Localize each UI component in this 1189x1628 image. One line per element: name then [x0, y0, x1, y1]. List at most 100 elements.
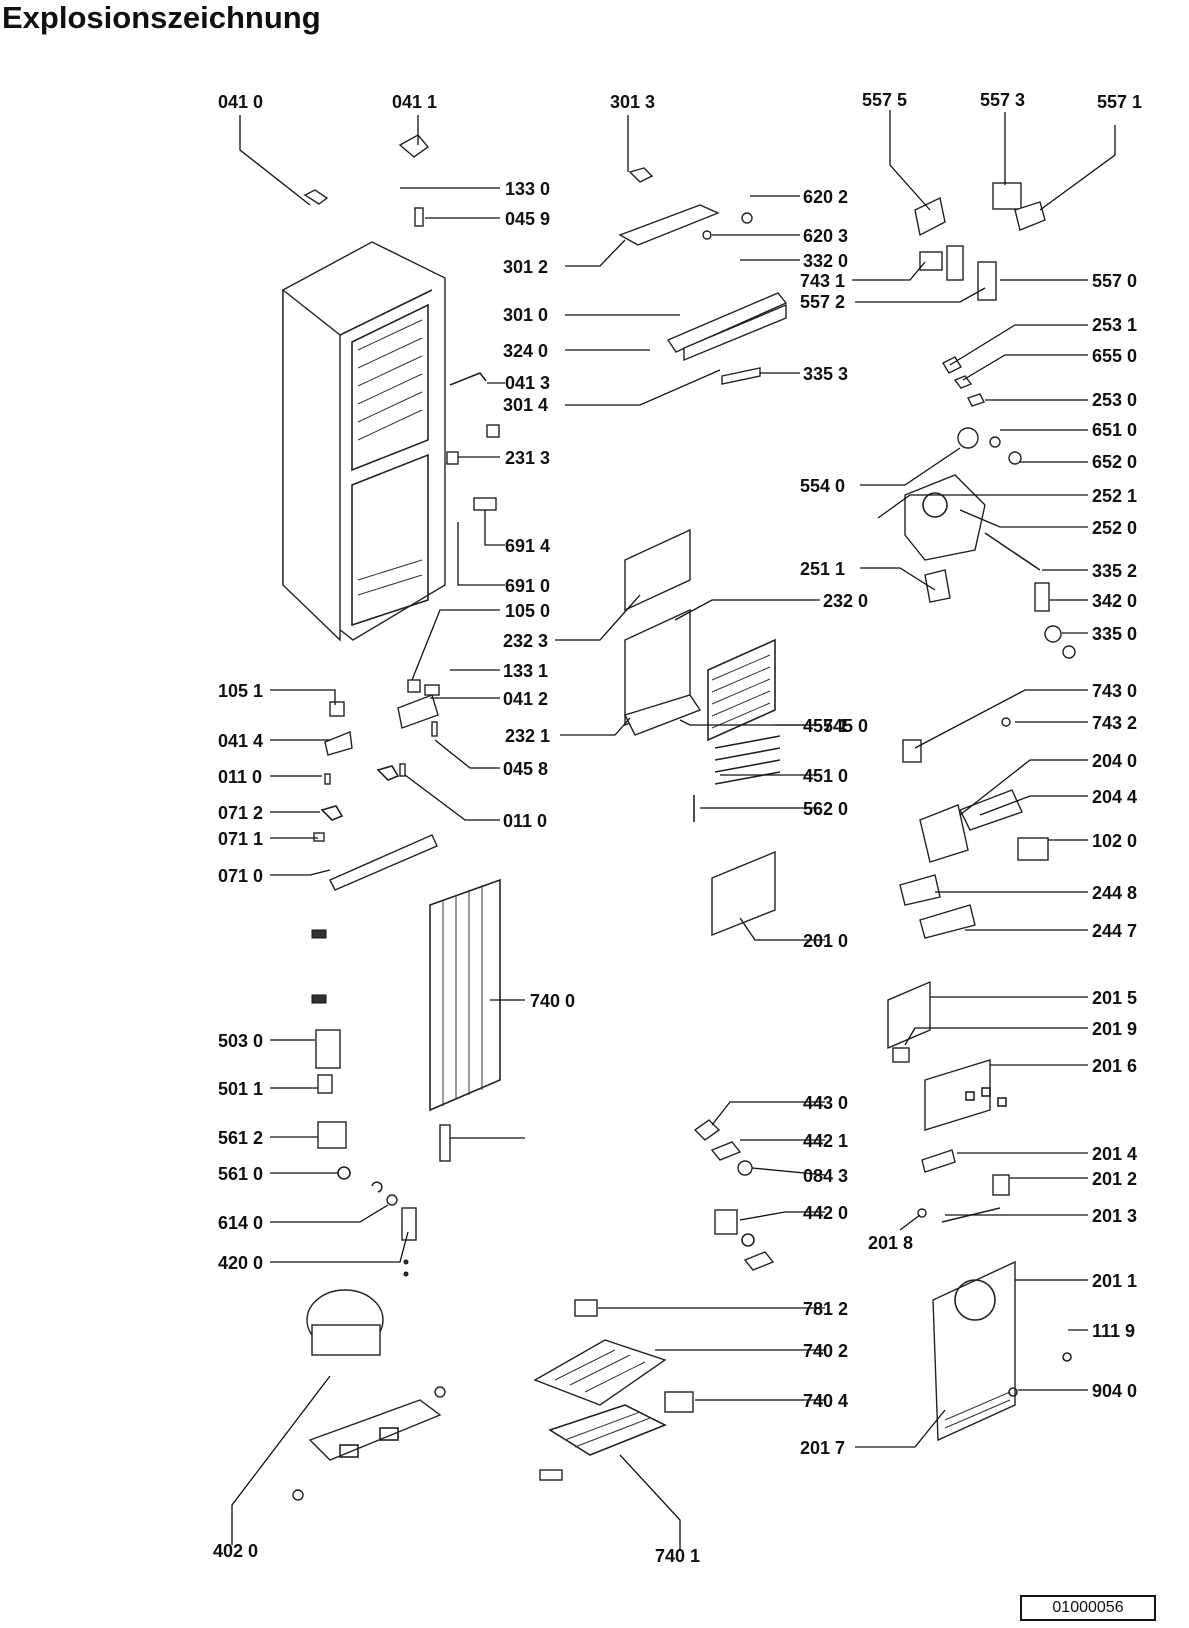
- part-label: 561 0: [218, 1164, 263, 1184]
- hinge-drawing: [398, 134, 430, 158]
- part-label: 201 6: [1092, 1056, 1137, 1076]
- lamp-drawing: [924, 569, 951, 603]
- part-label: 743 0: [1092, 681, 1137, 701]
- part-label: 041 0: [218, 92, 263, 112]
- part-label: 232 1: [505, 726, 550, 746]
- part-label: 301 2: [503, 257, 548, 277]
- part-label: 244 8: [1092, 883, 1137, 903]
- part-label: 743 1: [800, 271, 845, 291]
- part-label: 652 0: [1092, 452, 1137, 472]
- part-label: 614 0: [218, 1213, 263, 1233]
- part-label: 071 1: [218, 829, 263, 849]
- condenser-drawing: [429, 878, 501, 1162]
- part-label: 443 0: [803, 1093, 848, 1113]
- page-title: Explosionszeichnung: [2, 0, 321, 35]
- part-label: 557 0: [1092, 271, 1137, 291]
- part-label: 253 0: [1092, 390, 1137, 410]
- part-label: 133 1: [503, 661, 548, 681]
- part-label: 201 1: [1092, 1271, 1137, 1291]
- part-label: 745 0: [823, 716, 868, 736]
- part-label: 201 3: [1092, 1206, 1137, 1226]
- part-label: 442 1: [803, 1131, 848, 1151]
- clip-drawing: [486, 424, 500, 438]
- right-top-parts-drawing: [914, 182, 1046, 465]
- part-label: 301 3: [610, 92, 655, 112]
- part-label: 904 0: [1092, 1381, 1137, 1401]
- part-label: 244 7: [1092, 921, 1137, 941]
- part-labels: 041 0 041 1 301 3 557 5 557 3 557 1 133 …: [213, 90, 1142, 1566]
- part-label: 651 0: [1092, 420, 1137, 440]
- part-label: 554 0: [800, 476, 845, 496]
- part-label: 253 1: [1092, 315, 1137, 335]
- part-label: 557 1: [1097, 92, 1142, 112]
- part-label: 740 0: [530, 991, 575, 1011]
- clip-drawing-2: [446, 451, 459, 465]
- part-label: 041 1: [392, 92, 437, 112]
- part-label: 781 2: [803, 1299, 848, 1319]
- part-label: 133 0: [505, 179, 550, 199]
- part-label: 201 0: [803, 931, 848, 951]
- part-label: 105 0: [505, 601, 550, 621]
- part-label: 691 4: [505, 536, 550, 556]
- part-label: 740 1: [655, 1546, 700, 1566]
- part-label: 740 4: [803, 1391, 848, 1411]
- part-label: 204 0: [1092, 751, 1137, 771]
- part-label: 301 4: [503, 395, 548, 415]
- thermostat-housing-drawing: [904, 474, 986, 561]
- part-label: 084 3: [803, 1166, 848, 1186]
- part-label: 335 0: [1092, 624, 1137, 644]
- part-label: 111 9: [1092, 1321, 1135, 1341]
- part-label: 743 2: [1092, 713, 1137, 733]
- leader-lines: [231, 110, 1116, 1550]
- hinge-pin-drawing: [449, 372, 487, 386]
- drawing-number-box: 01000056: [1020, 1595, 1156, 1621]
- back-panel-drawing: [932, 1260, 1072, 1442]
- part-label: 252 1: [1092, 486, 1137, 506]
- part-label: 041 2: [503, 689, 548, 709]
- part-label: 335 2: [1092, 561, 1137, 581]
- part-label: 655 0: [1092, 346, 1137, 366]
- part-label: 620 2: [803, 187, 848, 207]
- part-label: 455 1: [803, 716, 848, 736]
- part-label: 503 0: [218, 1031, 263, 1051]
- part-label: 501 1: [218, 1079, 263, 1099]
- part-label: 231 3: [505, 448, 550, 468]
- part-label: 324 0: [503, 341, 548, 361]
- pin-drawing: [414, 207, 424, 227]
- part-label: 201 4: [1092, 1144, 1137, 1164]
- part-label: 041 4: [218, 731, 263, 751]
- part-label: 691 0: [505, 576, 550, 596]
- part-label: 232 0: [823, 591, 868, 611]
- part-label: 562 0: [803, 799, 848, 819]
- part-label: 232 3: [503, 631, 548, 651]
- part-label: 301 0: [503, 305, 548, 325]
- part-label: 201 8: [868, 1233, 913, 1253]
- tray-drawing: [533, 1299, 694, 1481]
- part-label: 402 0: [213, 1541, 258, 1561]
- lamp-holder-drawing: [473, 497, 497, 511]
- part-label: 420 0: [218, 1253, 263, 1273]
- part-label: 201 7: [800, 1438, 845, 1458]
- drawing-number: 01000056: [1052, 1599, 1124, 1616]
- part-drawings: [282, 134, 1076, 1501]
- part-label: 335 3: [803, 364, 848, 384]
- part-label: 442 0: [803, 1203, 848, 1223]
- part-label: 557 2: [800, 292, 845, 312]
- part-label: 011 0: [503, 811, 547, 831]
- left-small-parts-drawing: [311, 679, 440, 1277]
- part-label: 045 9: [505, 209, 550, 229]
- right-mid-parts-drawing: [887, 717, 1049, 1223]
- compressor-drawing: [292, 1289, 446, 1501]
- part-label: 201 9: [1092, 1019, 1137, 1039]
- part-label: 204 4: [1092, 787, 1137, 807]
- part-label: 105 1: [218, 681, 263, 701]
- part-label: 071 2: [218, 803, 263, 823]
- fan-parts-drawing: [693, 1119, 775, 1271]
- part-label: 251 1: [800, 559, 845, 579]
- part-label: 041 3: [505, 373, 550, 393]
- part-label: 557 3: [980, 90, 1025, 110]
- part-label: 561 2: [218, 1128, 263, 1148]
- part-label: 557 5: [862, 90, 907, 110]
- part-label: 342 0: [1092, 591, 1137, 611]
